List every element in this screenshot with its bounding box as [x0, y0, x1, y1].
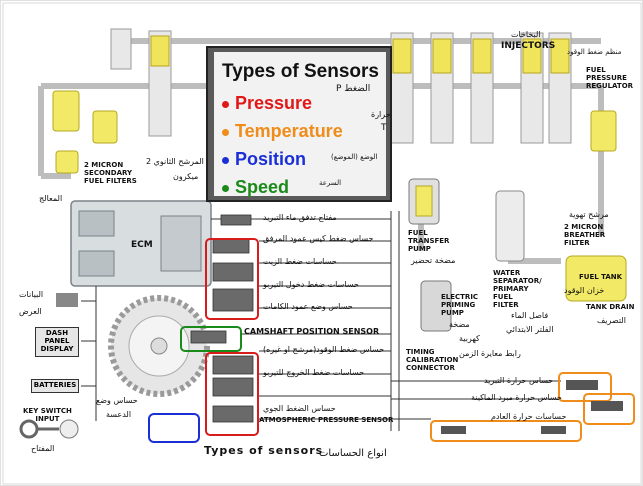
legend-dot-icon [222, 184, 229, 192]
fuel-transfer-pump-label: FUEL TRANSFER PUMP [408, 229, 450, 254]
legend-temperature-t: T [381, 123, 387, 133]
batteries-graphic [56, 293, 78, 307]
pressure-sensors-graphic [190, 214, 254, 423]
breather-filter-ar: مرشح تهوية [569, 210, 609, 219]
sensor-label-coolant-flow: مفتاح تدفق ماء التبريد [263, 213, 337, 222]
fuel-pressure-regulator-ar: منظم ضغط الوقود [567, 48, 622, 56]
legend-item-position: Position [222, 149, 306, 170]
fuel-transfer-pump-ar: مضخة تحضير [411, 256, 456, 265]
temperature-sensors-graphic [441, 380, 623, 434]
legend-item-temperature: Temperature [222, 121, 343, 142]
key-ar-label: المفتاح [31, 444, 55, 453]
timing-connector-label: TIMING CALIBRATION CONNECTOR [406, 348, 459, 373]
injectors-ar-label: البخاخات [511, 30, 541, 39]
legend-speed-ar: السرعة [319, 179, 342, 187]
water-separator-ar2: الفلتر الابتدائي [506, 325, 554, 334]
fuel-system-graphic [408, 110, 627, 332]
sensor-label-camshaft: CAMSHAFT POSITION SENSOR [244, 327, 380, 336]
fuel-pressure-regulator-label: FUEL PRESSURE REGULATOR [586, 66, 634, 91]
secondary-filters-ar: المرشح الثانوي 2 [146, 157, 204, 166]
legend-dot-icon [222, 100, 229, 108]
data-ar-label: البيانات [19, 290, 44, 299]
legend-dot-icon [222, 128, 229, 136]
crank-position-ar: حساس وضع [96, 396, 138, 405]
sensor-label-turbo-inlet: حساسات ضغط دخول التيربو [263, 280, 359, 289]
caption-en: Types of sensors [204, 444, 324, 457]
tank-drain-label: TANK DRAIN [586, 303, 635, 311]
caption-ar: انواع الحساسات [319, 448, 387, 459]
breather-filter-label: 2 MICRON BREATHER FILTER [564, 223, 606, 248]
legend-item-speed: Speed [222, 177, 289, 198]
legend-temperature-ar: حرارة [371, 110, 391, 119]
ecm-graphic [70, 200, 212, 287]
dash-panel-display: DASH PANEL DISPLAY [35, 327, 79, 357]
sensor-label-atmospheric-ar: حساس الضغط الجوي [263, 404, 336, 413]
legend-title: Types of Sensors [222, 61, 379, 82]
sensor-label-turbo-outlet: حساسات ضغط الخروج للتيربو [263, 368, 365, 377]
secondary-filters-ar2: ميكرون [173, 172, 199, 181]
key-switch-label: KEY SWITCH INPUT [23, 407, 72, 423]
injectors-label: INJECTORS [501, 41, 556, 51]
fuel-tank-label: FUEL TANK [579, 273, 623, 281]
legend-panel: Types of Sensors Pressure Temperature Po… [206, 46, 392, 202]
sensor-label-fuel-pressure: حساس ضغط الوقود(مرشح او غيره) [263, 345, 385, 354]
ecm-ar-label: المعالج [39, 194, 63, 203]
legend-item-pressure: Pressure [222, 93, 312, 114]
tank-drain-ar: التصريف [597, 316, 626, 325]
legend-position-ar: الوضع (الموضع) [331, 153, 378, 161]
injectors-graphic [110, 28, 572, 144]
wiring [81, 211, 561, 431]
temp-label-exhaust: حساسات حرارة العادم [491, 412, 567, 421]
ecm-label: ECM [131, 240, 153, 250]
secondary-filters-label: 2 MICRON SECONDARY FUEL FILTERS [84, 161, 137, 186]
key-graphic [19, 419, 79, 439]
fuel-tank-ar: خزان الوقود [564, 286, 605, 295]
timing-connector-ar: رابط معايرة الزمن [459, 349, 521, 358]
batteries-label: BATTERIES [31, 379, 79, 393]
water-separator-label: WATER SEPARATOR/ PRIMARY FUEL FILTER [493, 269, 542, 310]
crank-gear-graphic [108, 295, 210, 397]
sensor-label-camshaft-ar: حساس وضع عمود الكامات [263, 302, 353, 311]
legend-pressure-ar: الضغط P [336, 84, 371, 94]
crank-ar2: الدعسة [106, 410, 132, 419]
sensor-label-atmospheric: ATMOSPHERIC PRESSURE SENSOR [259, 416, 394, 424]
secondary-filters-graphic [52, 90, 118, 174]
electric-priming-pump-label: ELECTRIC PRIMING PUMP [441, 293, 479, 318]
sensor-label-crankcase: حساس ضغط كيس عمود المرفق [263, 234, 374, 243]
temp-label-coolant: حساس حرارة التبريد [484, 376, 554, 385]
sensor-label-oil-pressure: حساسات ضغط الزيت [263, 257, 337, 266]
legend-dot-icon [222, 156, 229, 164]
temp-label-engine-cooler: حساس حرارة مبرد الماكينة [471, 393, 562, 402]
sensor-category-boxes [148, 238, 635, 443]
display-ar-label: العرض [19, 307, 42, 316]
electric-priming-pump-ar2: كهربية [459, 334, 480, 343]
electric-priming-pump-ar: مضخة [449, 320, 470, 329]
water-separator-ar: فاصل الماء [511, 311, 549, 320]
